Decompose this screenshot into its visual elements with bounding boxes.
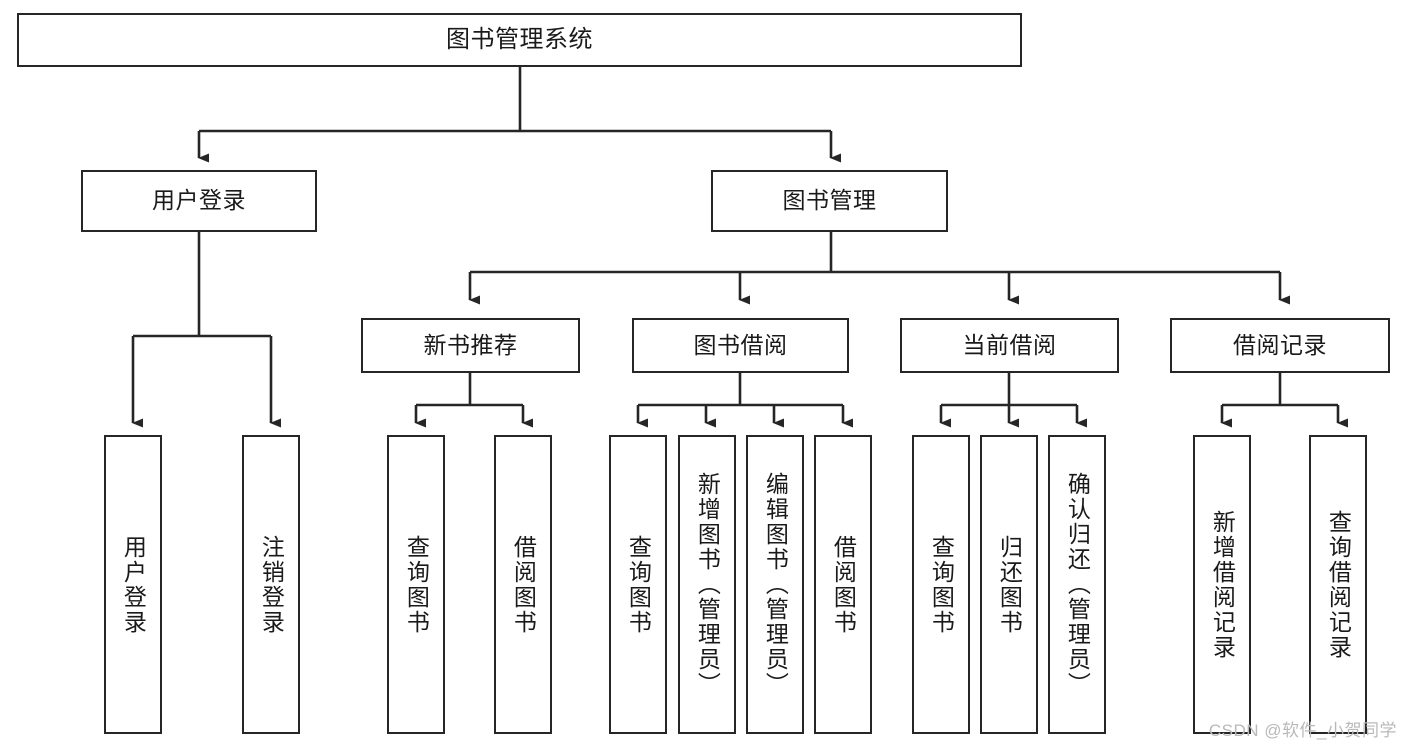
- node-label: 借阅图书: [830, 534, 857, 635]
- node-leaf-query-book-current[interactable]: 查询图书: [912, 435, 970, 734]
- node-label: 借阅图书: [510, 534, 537, 635]
- node-label: 用户登录: [120, 534, 147, 635]
- node-label: 图书管理系统: [446, 25, 593, 53]
- node-leaf-query-borrow-record[interactable]: 查询借阅记录: [1309, 435, 1367, 734]
- node-leaf-add-book[interactable]: 新增图书（管理员）: [678, 435, 736, 734]
- node-leaf-add-borrow-record[interactable]: 新增借阅记录: [1193, 435, 1251, 734]
- node-user-login[interactable]: 用户登录: [81, 170, 317, 232]
- node-label: 图书管理: [782, 187, 877, 214]
- node-label: 新增借阅记录: [1209, 509, 1236, 660]
- node-leaf-logout[interactable]: 注销登录: [242, 435, 300, 734]
- node-root-book-management-system[interactable]: 图书管理系统: [17, 13, 1022, 67]
- node-leaf-return-book[interactable]: 归还图书: [980, 435, 1038, 734]
- node-label: 图书借阅: [693, 331, 788, 358]
- node-borrow-record[interactable]: 借阅记录: [1170, 318, 1390, 373]
- node-label: 新书推荐: [423, 331, 518, 358]
- node-leaf-borrow-book-recommend[interactable]: 借阅图书: [494, 435, 552, 734]
- node-leaf-query-book-borrow[interactable]: 查询图书: [609, 435, 667, 734]
- node-label: 当前借阅: [962, 331, 1057, 358]
- node-book-manage[interactable]: 图书管理: [711, 170, 948, 232]
- node-label: 确认归还（管理员）: [1064, 472, 1091, 697]
- node-leaf-query-book-recommend[interactable]: 查询图书: [387, 435, 445, 734]
- node-label: 归还图书: [996, 534, 1023, 635]
- node-label: 用户登录: [152, 187, 246, 214]
- node-leaf-borrow-book[interactable]: 借阅图书: [814, 435, 872, 734]
- node-label: 编辑图书（管理员）: [762, 472, 789, 697]
- node-label: 新增图书（管理员）: [694, 472, 721, 697]
- node-label: 查询图书: [625, 534, 652, 635]
- node-label: 查询图书: [403, 534, 430, 635]
- node-new-book-recommend[interactable]: 新书推荐: [361, 318, 580, 373]
- node-book-borrow[interactable]: 图书借阅: [632, 318, 849, 373]
- node-label: 查询借阅记录: [1325, 509, 1352, 660]
- node-leaf-user-login[interactable]: 用户登录: [104, 435, 162, 734]
- node-label: 借阅记录: [1233, 331, 1327, 358]
- node-label: 查询图书: [928, 534, 955, 635]
- csdn-watermark: CSDN @软件_小贺同学: [1208, 721, 1397, 740]
- node-label: 注销登录: [258, 534, 285, 635]
- node-leaf-edit-book[interactable]: 编辑图书（管理员）: [746, 435, 804, 734]
- node-leaf-confirm-return[interactable]: 确认归还（管理员）: [1048, 435, 1106, 734]
- node-current-borrow[interactable]: 当前借阅: [900, 318, 1119, 373]
